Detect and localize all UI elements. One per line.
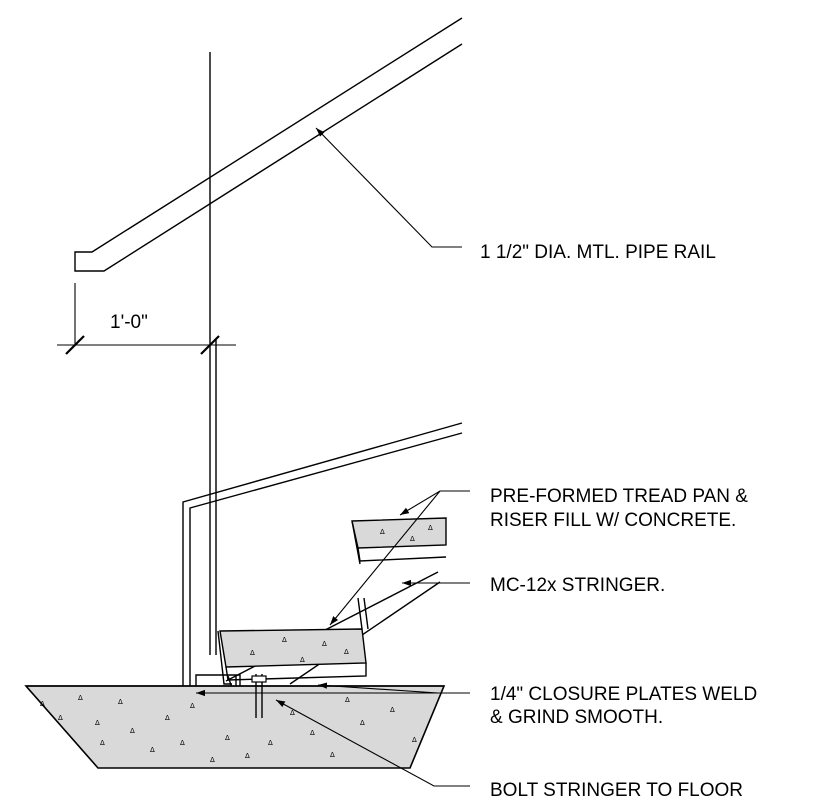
- dimension-label: 1'-0": [110, 312, 148, 333]
- callout-tread-pan-line1: PRE-FORMED TREAD PAN &: [490, 486, 748, 507]
- svg-text:Δ: Δ: [165, 714, 170, 722]
- upper-tread: Δ Δ Δ: [351, 517, 447, 565]
- svg-text:Δ: Δ: [310, 729, 315, 737]
- svg-text:Δ: Δ: [290, 709, 295, 717]
- svg-text:Δ: Δ: [268, 739, 273, 747]
- svg-text:Δ: Δ: [344, 648, 349, 656]
- dimension-1ft: 1'-0": [57, 283, 236, 355]
- svg-text:Δ: Δ: [322, 640, 327, 648]
- svg-text:Δ: Δ: [78, 694, 83, 702]
- svg-text:Δ: Δ: [330, 751, 335, 759]
- svg-text:Δ: Δ: [412, 736, 417, 744]
- svg-text:Δ: Δ: [300, 656, 305, 664]
- callout-pipe-rail: 1 1/2" DIA. MTL. PIPE RAIL: [480, 242, 716, 263]
- svg-text:Δ: Δ: [180, 739, 185, 747]
- svg-text:Δ: Δ: [282, 636, 287, 644]
- svg-text:Δ: Δ: [245, 752, 250, 760]
- inner-stringer: [225, 571, 441, 685]
- svg-text:Δ: Δ: [345, 696, 350, 704]
- callout-stringer: MC-12x STRINGER.: [490, 575, 665, 596]
- svg-text:Δ: Δ: [250, 649, 255, 657]
- svg-text:Δ: Δ: [210, 756, 215, 764]
- lower-tread: Δ Δ Δ Δ Δ: [217, 597, 369, 685]
- rail-post: [209, 52, 217, 655]
- svg-text:Δ: Δ: [410, 535, 415, 543]
- svg-text:Δ: Δ: [130, 727, 135, 735]
- svg-text:Δ: Δ: [118, 698, 123, 706]
- svg-text:Δ: Δ: [360, 719, 365, 727]
- svg-text:Δ: Δ: [428, 524, 433, 532]
- svg-text:Δ: Δ: [390, 706, 395, 714]
- callout-closure-line2: & GRIND SMOOTH.: [490, 707, 663, 728]
- svg-text:Δ: Δ: [40, 700, 45, 708]
- svg-text:Δ: Δ: [58, 714, 63, 722]
- svg-text:Δ: Δ: [95, 719, 100, 727]
- leader-pipe-rail: [315, 127, 462, 248]
- leader-bolt: [275, 699, 470, 787]
- outer-stringer: [182, 422, 463, 686]
- svg-text:Δ: Δ: [100, 739, 105, 747]
- concrete-floor: Δ Δ Δ Δ Δ Δ Δ Δ Δ Δ Δ Δ Δ Δ Δ Δ Δ Δ Δ Δ Δ Δ: [24, 685, 446, 769]
- leader-tread-pan: [329, 490, 470, 626]
- anchor-bolt: [251, 674, 267, 718]
- leader-closure-plates: [196, 682, 470, 697]
- svg-text:Δ: Δ: [190, 702, 195, 710]
- callout-bolt: BOLT STRINGER TO FLOOR: [490, 780, 743, 801]
- callout-closure-line1: 1/4" CLOSURE PLATES WELD: [490, 684, 757, 705]
- svg-text:Δ: Δ: [225, 734, 230, 742]
- svg-text:Δ: Δ: [380, 528, 385, 536]
- pipe-rail: [74, 17, 463, 272]
- svg-text:Δ: Δ: [150, 746, 155, 754]
- callout-tread-pan-line2: RISER FILL W/ CONCRETE.: [490, 510, 736, 531]
